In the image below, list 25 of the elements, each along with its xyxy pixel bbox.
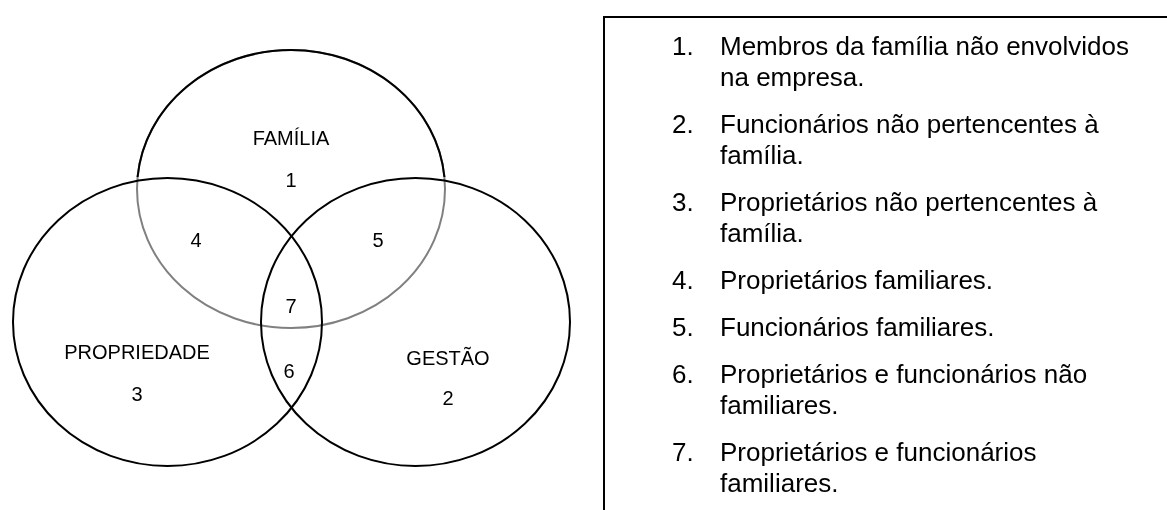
list-item-text: Membros da família não envolvidos na empresa. [720,31,1130,93]
list-item-text: Proprietários não pertencentes à família. [720,187,1099,249]
list-number: 6. [672,359,694,390]
list-item-text: Proprietários familiares. [720,265,995,296]
set-label: GESTÃO [406,346,490,370]
list-number: 1. [672,31,694,62]
set-label: FAMÍLIA [252,126,330,150]
region-number: 7 [285,294,297,318]
legend-panel [603,16,1167,510]
set-label: PROPRIEDADE [64,340,210,364]
region-number: 4 [190,228,202,252]
list-item-text: Funcionários não pertencentes à família. [720,109,1100,171]
region-number: 3 [131,382,143,406]
list-item-text: Proprietários e funcionários familiares. [720,437,1038,499]
list-number: 5. [672,312,694,343]
region-number: 5 [372,228,384,252]
list-number: 2. [672,109,694,140]
list-number: 7. [672,437,694,468]
region-number: 1 [285,168,297,192]
list-item-text: Proprietários e funcionários não familiares. [720,359,1089,421]
region-number: 6 [283,359,295,383]
list-number: 4. [672,265,694,296]
region-number: 2 [442,386,454,410]
list-item-text: Funcionários familiares. [720,312,996,343]
list-number: 3. [672,187,694,218]
